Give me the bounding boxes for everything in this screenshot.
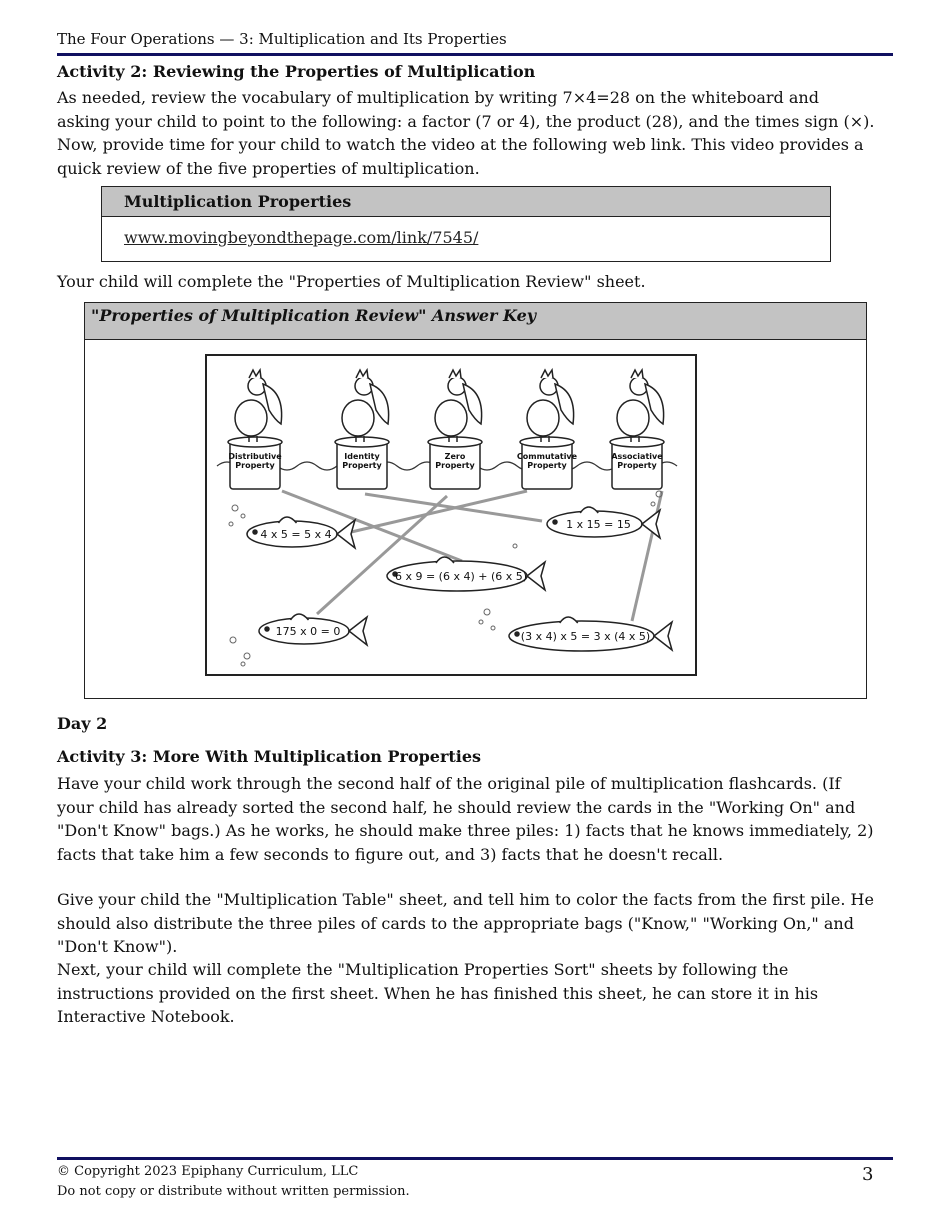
running-header: The Four Operations — 3: Multiplication … (57, 30, 507, 48)
page-number: 3 (862, 1164, 874, 1185)
fish: 4 x 5 = 5 x 4 (246, 516, 357, 551)
header-rule (57, 53, 893, 56)
fish: (3 x 4) x 5 = 3 x (4 x 5) (508, 616, 674, 653)
fish-equation: 175 x 0 = 0 (276, 625, 341, 638)
fish: 1 x 15 = 15 (546, 506, 662, 541)
post-label: Property (617, 461, 657, 470)
answer-key-title: "Properties of Multiplication Review" An… (85, 303, 866, 340)
post-label: Property (435, 461, 475, 470)
post-label: Distributive (228, 452, 282, 461)
activity2-paragraph: As needed, review the vocabulary of mult… (57, 88, 875, 178)
post-label: Property (342, 461, 382, 470)
post-label: Commutative (517, 452, 578, 461)
multiplication-properties-box: Multiplication Properties www.movingbeyo… (101, 186, 831, 262)
post-label: Property (527, 461, 567, 470)
copyright-text: © Copyright 2023 Epiphany Curriculum, LL… (57, 1164, 359, 1179)
review-sheet-paragraph: Your child will complete the "Properties… (57, 272, 646, 291)
fish-equation: (3 x 4) x 5 = 3 x (4 x 5) (521, 630, 650, 643)
fish: 175 x 0 = 0 (258, 613, 369, 648)
day2-heading: Day 2 (57, 714, 108, 733)
activity3-paragraph-3: Next, your child will complete the "Mult… (57, 960, 819, 1026)
activity3-heading: Activity 3: More With Multiplication Pro… (57, 747, 482, 766)
answer-key-box: "Properties of Multiplication Review" An… (84, 302, 867, 699)
fish-equation: 1 x 15 = 15 (566, 518, 631, 531)
activity3-paragraph-1: Have your child work through the second … (57, 774, 874, 864)
activity3-paragraph-2: Give your child the "Multiplication Tabl… (57, 890, 874, 956)
footer-rule (57, 1157, 893, 1160)
pelican-fish-matching-drawing: DistributivePropertyIdentityPropertyZero… (216, 367, 678, 667)
post-label: Zero (445, 452, 466, 461)
post-label: Property (235, 461, 275, 470)
copy-notice: Do not copy or distribute without writte… (57, 1184, 410, 1199)
post-label: Identity (344, 452, 380, 461)
video-link[interactable]: www.movingbeyondthepage.com/link/7545/ (124, 228, 479, 247)
fish-equation: 6 x 9 = (6 x 4) + (6 x 5) (395, 570, 527, 583)
activity2-heading: Activity 2: Reviewing the Properties of … (57, 62, 536, 81)
post-label: Associative (611, 452, 663, 461)
fish: 6 x 9 = (6 x 4) + (6 x 5) (386, 556, 547, 593)
fish-equation: 4 x 5 = 5 x 4 (260, 528, 331, 541)
box-header: Multiplication Properties (102, 187, 830, 217)
